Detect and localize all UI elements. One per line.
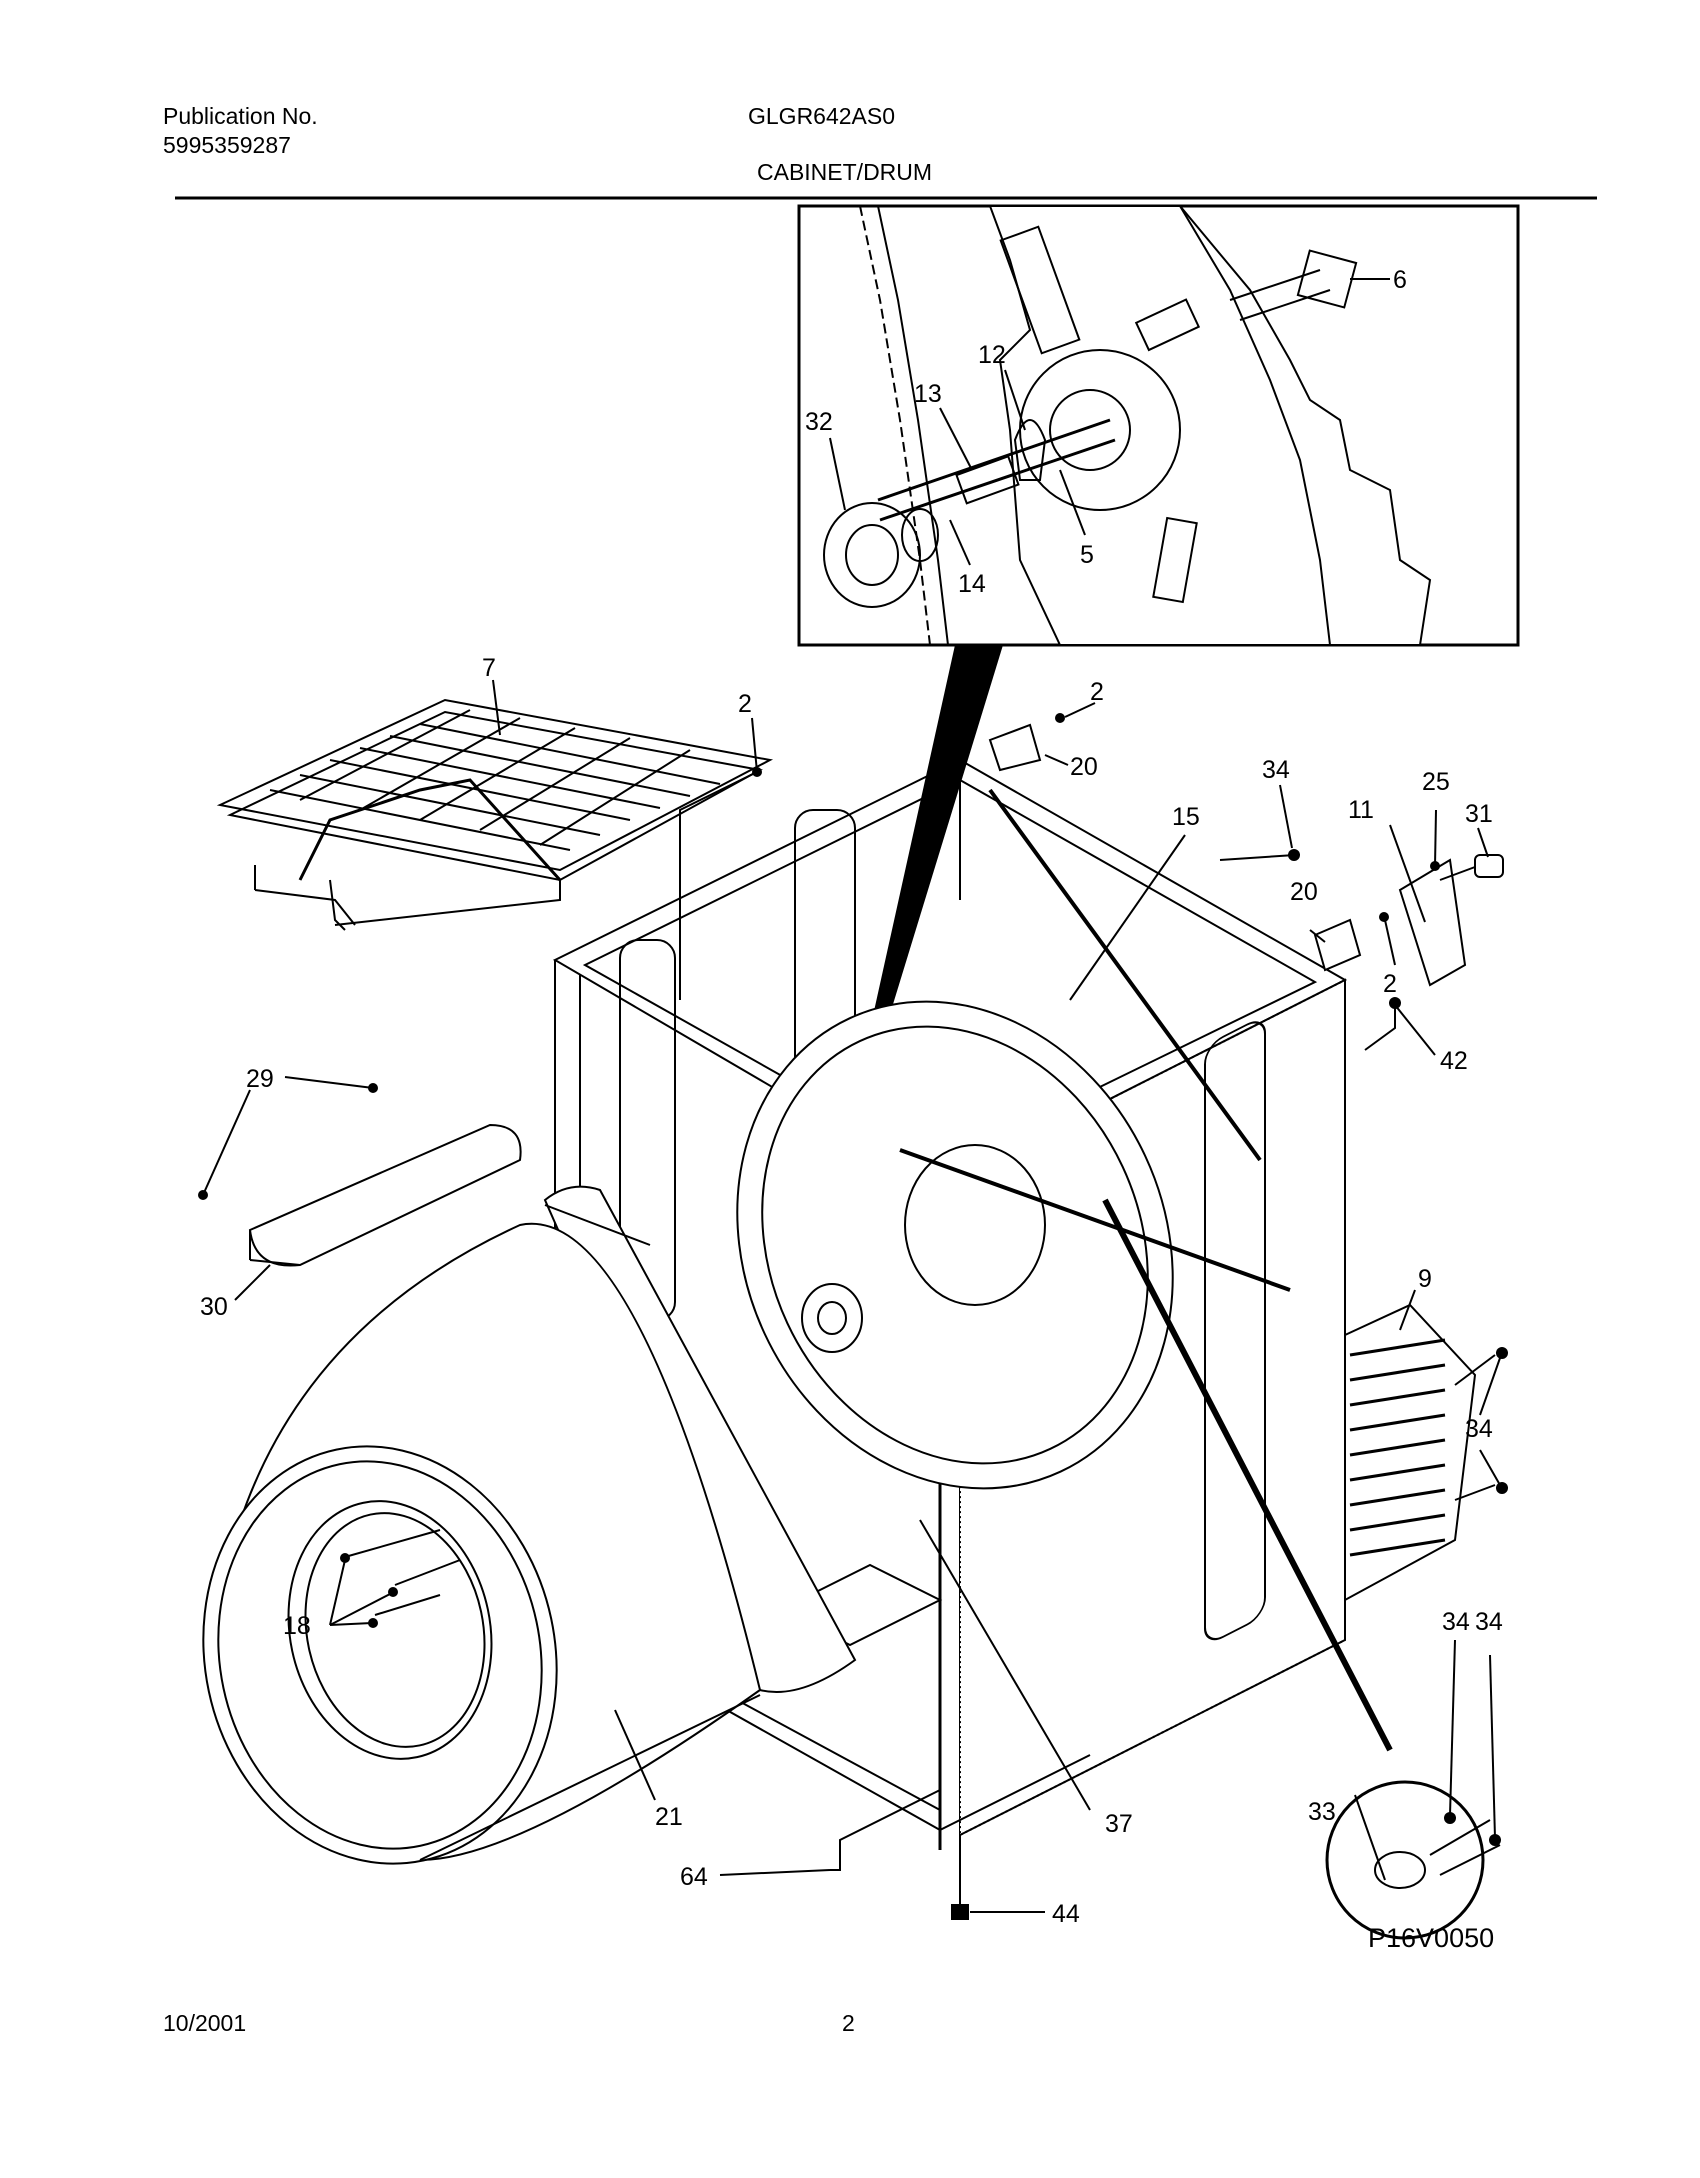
callout-15: 15	[1172, 803, 1200, 831]
callout-14: 14	[958, 570, 986, 598]
publication-label: Publication No.	[163, 103, 318, 129]
callout-18: 18	[283, 1612, 311, 1640]
callout-9: 9	[1418, 1265, 1432, 1293]
callout-11: 11	[1348, 796, 1374, 824]
callout-37: 37	[1105, 1810, 1133, 1838]
callout-29: 29	[246, 1065, 274, 1093]
callout-34-bubble-left: 34	[1442, 1608, 1470, 1636]
callout-34-top: 34	[1262, 756, 1290, 784]
callout-31: 31	[1465, 800, 1493, 828]
callout-34-bubble-right: 34	[1475, 1608, 1503, 1636]
leader-lines	[202, 679, 1501, 1913]
callout-33: 33	[1308, 1798, 1336, 1826]
callout-7: 7	[482, 654, 496, 682]
callout-25: 25	[1422, 768, 1450, 796]
model-number: GLGR642AS0	[748, 103, 896, 129]
section-title: CABINET/DRUM	[757, 159, 933, 185]
callout-2-right: 2	[1383, 970, 1397, 998]
callout-2-top-right: 2	[1090, 678, 1104, 706]
callout-21: 21	[655, 1803, 683, 1831]
callout-34-panel: 34	[1465, 1415, 1493, 1443]
callout-5: 5	[1080, 541, 1094, 569]
callout-30: 30	[200, 1293, 228, 1321]
callout-12: 12	[978, 341, 1006, 369]
callout-64: 64	[680, 1863, 708, 1891]
footer-page: 2	[842, 2010, 855, 2036]
publication-number: 5995359287	[163, 132, 291, 158]
callout-32: 32	[805, 408, 833, 436]
illustration-code: P16V0050	[1368, 1923, 1494, 1953]
footer-date: 10/2001	[163, 2010, 246, 2036]
cabinet-assembly	[202, 698, 1504, 1940]
callout-44: 44	[1052, 1900, 1080, 1928]
callout-20-right: 20	[1290, 878, 1318, 906]
callout-6: 6	[1393, 266, 1407, 294]
callout-42: 42	[1440, 1047, 1468, 1075]
callout-2-top-left: 2	[738, 690, 752, 718]
callout-13: 13	[914, 380, 942, 408]
drum-bearing-inset: 6 12 13 32 5 14	[797, 204, 1520, 647]
callout-20-top: 20	[1070, 753, 1098, 781]
